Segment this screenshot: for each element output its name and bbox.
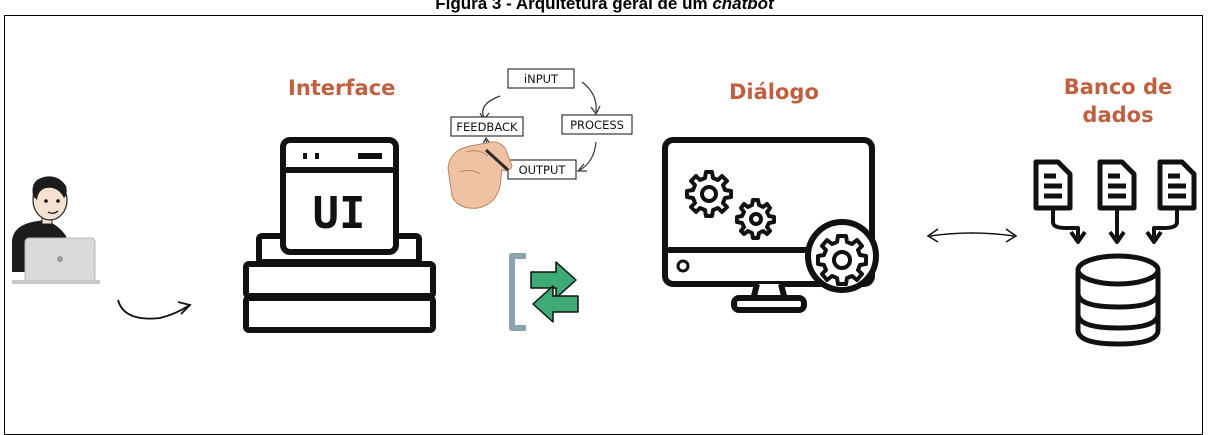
cycle-step-output: OUTPUT xyxy=(519,163,567,177)
ui-icon-text: UI xyxy=(313,188,366,239)
user-at-laptop-icon xyxy=(12,176,100,284)
ui-stack-icon xyxy=(243,137,436,333)
caption-emphasis: chatbot xyxy=(712,0,774,13)
diagram-graphics: UI iNPUT PROCESS OUTPUT FEEDBACK xyxy=(12,68,1197,347)
double-arrow-icon xyxy=(926,228,1018,243)
caption-prefix: Figura 3 - Arquitetura geral de um xyxy=(435,0,713,13)
database-heading: Banco de dados xyxy=(1048,73,1188,129)
interface-heading: Interface xyxy=(288,76,396,100)
exchange-arrows-icon xyxy=(509,253,579,331)
hand-drawing-cycle-icon: iNPUT PROCESS OUTPUT FEEDBACK xyxy=(447,68,633,209)
database-heading-line2: dados xyxy=(1082,103,1154,127)
documents-to-database-icon xyxy=(1033,159,1197,347)
cycle-step-feedback: FEEDBACK xyxy=(456,120,518,134)
cycle-step-process: PROCESS xyxy=(570,118,624,132)
curved-arrow-icon xyxy=(117,299,192,320)
database-heading-line1: Banco de xyxy=(1063,75,1173,99)
figure-caption: Figura 3 - Arquitetura geral de um chatb… xyxy=(0,0,1209,14)
cycle-step-input: iNPUT xyxy=(524,72,559,86)
dialog-heading: Diálogo xyxy=(729,80,819,104)
monitor-gears-icon xyxy=(662,137,879,313)
